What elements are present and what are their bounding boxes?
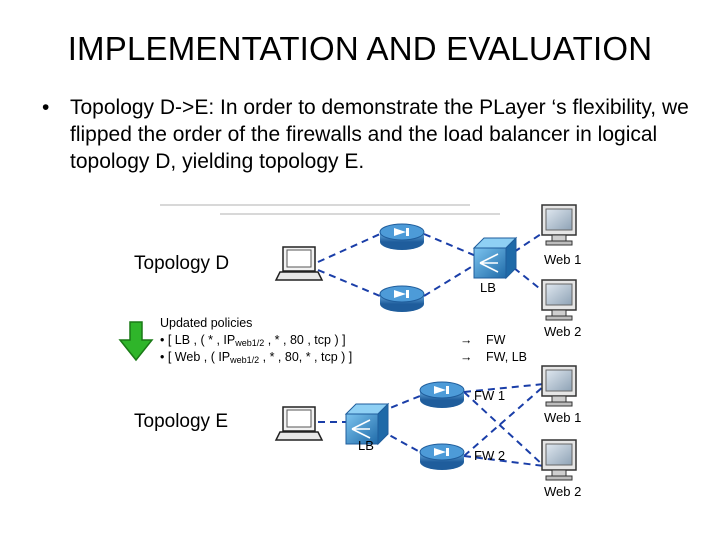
web-server-monitor-icon [541, 365, 577, 407]
faint-scan-line [160, 204, 470, 206]
topology-d-label: Topology D [134, 253, 230, 274]
policy-line-2-target: FW, LB [486, 350, 527, 364]
policy-line-1-subscript: web1/2 [235, 338, 265, 348]
laptop-icon [274, 406, 324, 441]
policy-line-1: • [ LB , ( * , IPweb1/2 , * , 80 , tcp )… [160, 333, 346, 348]
web1-label: Web 1 [544, 410, 582, 425]
web-server-monitor-icon [541, 439, 577, 481]
bullet-text: Topology D->E: In order to demonstrate t… [70, 96, 689, 173]
bullet-icon: • [42, 96, 50, 119]
faint-scan-line [220, 213, 500, 215]
policy-line-2: • [ Web , ( IPweb1/2 , * , 80, * , tcp )… [160, 350, 352, 365]
web2-label: Web 2 [544, 484, 582, 499]
fw2-label: FW 2 [474, 448, 506, 463]
lb-label: LB [480, 280, 496, 295]
policy-line-2-arrow: → [460, 350, 473, 364]
policy-line-2-mid: , * , 80, * , tcp ) ] [259, 350, 353, 364]
topology-e-label: Topology E [134, 411, 229, 432]
fw1-label: FW 1 [474, 388, 506, 403]
topology-d-links [317, 231, 545, 297]
green-down-arrow-icon [118, 321, 154, 362]
load-balancer-icon [344, 402, 390, 446]
policy-line-2-prefix: • [ Web , ( IP [160, 350, 231, 364]
firewall-icon [419, 443, 465, 470]
load-balancer-icon [472, 236, 518, 280]
policy-line-2-subscript: web1/2 [230, 355, 260, 365]
policy-line-1-prefix: • [ LB , ( * , IP [160, 333, 236, 347]
lb-label: LB [358, 438, 374, 453]
web-server-monitor-icon [541, 279, 577, 321]
policy-line-1-mid: , * , 80 , tcp ) ] [264, 333, 346, 347]
topology-e-links [318, 383, 545, 467]
slide-title: IMPLEMENTATION AND EVALUATION [67, 30, 653, 67]
web2-label: Web 2 [544, 324, 582, 339]
policies-heading: Updated policies [160, 316, 253, 330]
firewall-icon [419, 381, 465, 408]
laptop-icon [274, 246, 324, 281]
firewall-icon [379, 285, 425, 312]
policy-line-1-target: FW [486, 333, 506, 347]
web-server-monitor-icon [541, 204, 577, 246]
policy-line-1-arrow: → [460, 333, 473, 347]
web1-label: Web 1 [544, 252, 582, 267]
firewall-icon [379, 223, 425, 250]
